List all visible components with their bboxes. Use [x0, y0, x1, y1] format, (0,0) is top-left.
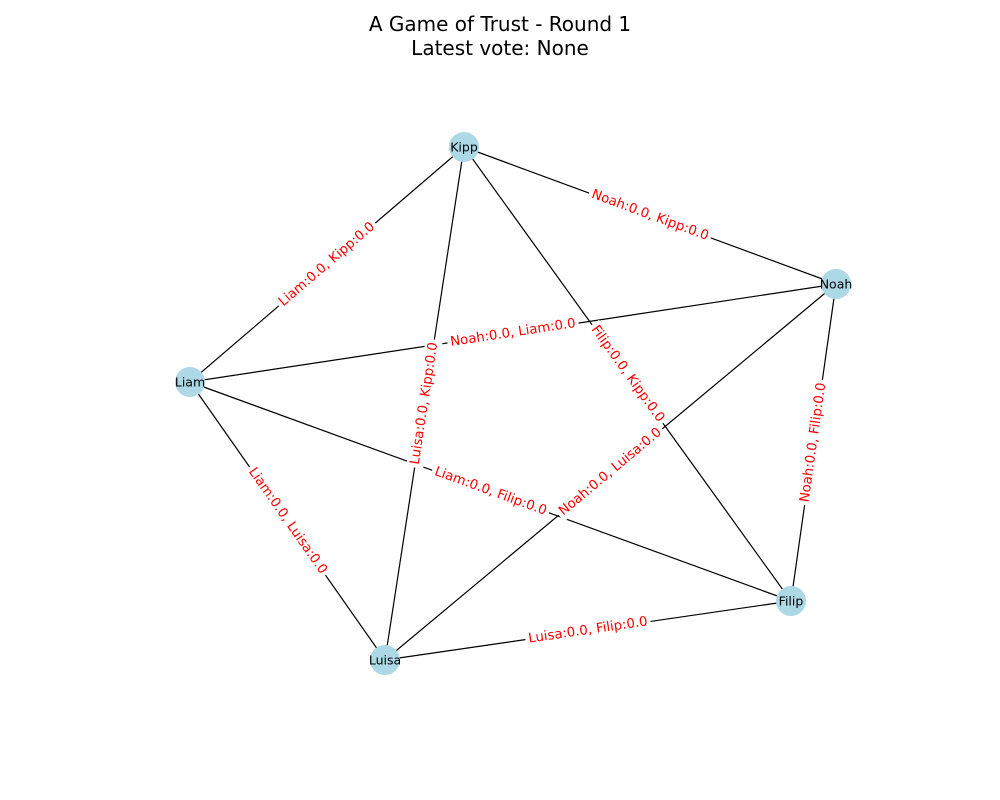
node-label: Kipp [450, 140, 478, 155]
edge-label-background [273, 216, 381, 313]
edge-label-background [796, 378, 831, 507]
edge-label: Noah:0.0, Kipp:0.0 [589, 187, 710, 244]
edge-label-background [585, 319, 670, 429]
edge-label-background [586, 185, 714, 246]
edge-label: Noah:0.0, Luisa:0.0 [556, 425, 664, 519]
node-liam: Liam [175, 367, 205, 397]
node-luisa: Luisa [369, 645, 401, 675]
edge-label-group: Noah:0.0, Filip:0.0 [796, 378, 831, 507]
edge-label-group: Noah:0.0, Luisa:0.0 [553, 422, 668, 522]
node-circle [370, 645, 400, 675]
edge-label: Luisa:0.0, Kipp:0.0 [408, 341, 442, 465]
edge-label: Noah:0.0, Liam:0.0 [449, 316, 576, 350]
title-line-round: A Game of Trust - Round 1 [368, 12, 632, 36]
node-label: Filip [779, 594, 804, 609]
node-kipp: Kipp [449, 132, 479, 162]
edge-label: Liam:0.0, Luisa:0.0 [245, 465, 330, 577]
edge-label-background [242, 461, 333, 581]
node-circle [776, 586, 806, 616]
edge-label-group: Liam:0.0, Luisa:0.0 [242, 461, 333, 581]
node-circle [821, 269, 851, 299]
edge-label: Noah:0.0, Filip:0.0 [798, 382, 830, 503]
edge-label-group: Liam:0.0, Filip:0.0 [429, 462, 552, 521]
edge-label-background [446, 314, 580, 352]
edge-label: Luisa:0.0, Filip:0.0 [527, 614, 648, 646]
edge-labels-layer: Liam:0.0, Kipp:0.0 Noah:0.0, Kipp:0.0Luis… [242, 185, 831, 648]
node-label: Noah [820, 277, 853, 292]
edge-label-background [406, 338, 443, 469]
edge-label-background [553, 422, 668, 522]
edge-label: Liam:0.0, Kipp:0.0 [276, 219, 378, 309]
edges-layer [189, 146, 837, 661]
edge-label-group: Luisa:0.0, Kipp:0.0 [406, 338, 443, 469]
node-filip: Filip [776, 586, 806, 616]
edge-label-group: Noah:0.0, Liam:0.0 [446, 314, 580, 352]
edge-label-group: Filip:0.0, Kipp:0.0 [585, 319, 670, 429]
node-circle [175, 367, 205, 397]
edge-label-group: Liam:0.0, Kipp:0.0 [273, 216, 381, 313]
node-noah: Noah [820, 269, 853, 299]
node-label: Luisa [369, 653, 401, 668]
edge-label-group: Luisa:0.0, Filip:0.0 [524, 613, 652, 648]
node-circle [449, 132, 479, 162]
node-label: Liam [175, 375, 205, 390]
title-line-latest-vote: Latest vote: None [411, 36, 589, 60]
edge-label-background [429, 462, 552, 521]
edge-label: Liam:0.0, Filip:0.0 [432, 464, 548, 519]
chart-title: A Game of Trust - Round 1 Latest vote: N… [0, 12, 1000, 60]
edge-label-group: Noah:0.0, Kipp:0.0 [586, 185, 714, 246]
edge-label-background [524, 613, 652, 648]
edge-label: Filip:0.0, Kipp:0.0 [588, 323, 668, 425]
